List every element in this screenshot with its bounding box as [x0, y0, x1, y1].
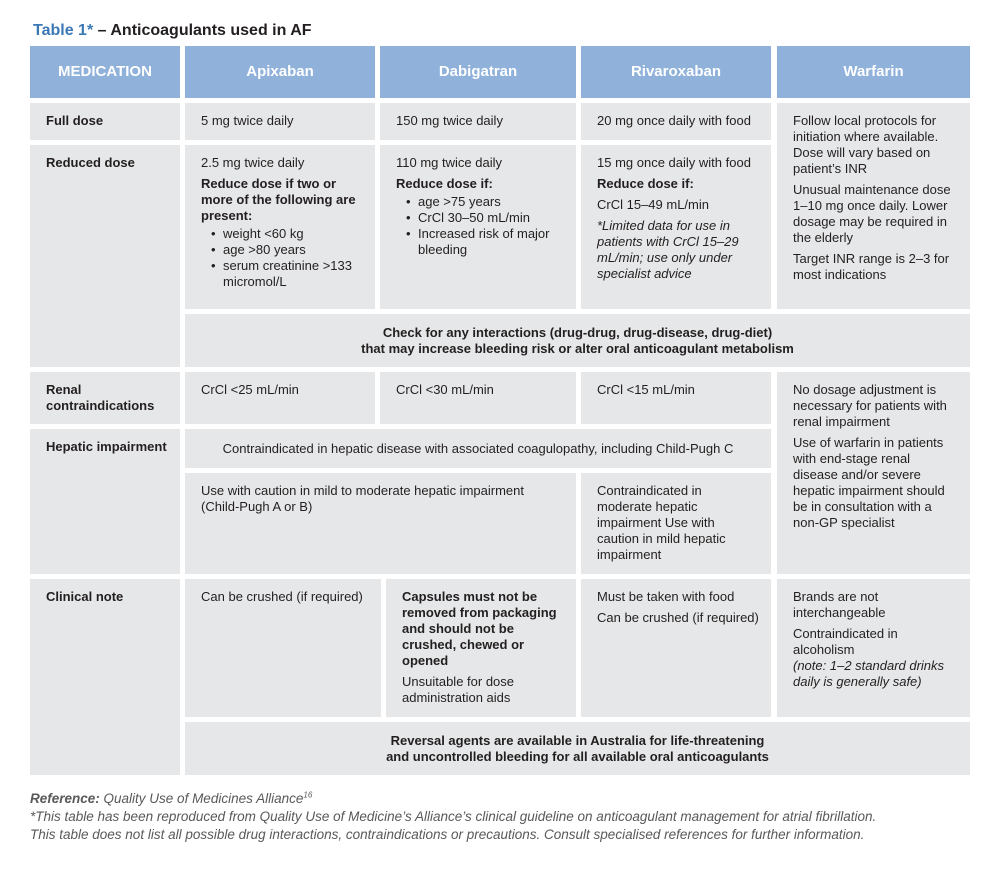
reversal-note-line1: Reversal agents are available in Austral…: [390, 732, 765, 748]
hepatic-apixaban-dabigatran: Use with caution in mild to moderate hep…: [185, 473, 576, 574]
hepatic-rivaroxaban: Contraindicated in moderate hepatic impa…: [581, 473, 771, 574]
reversal-note-line2: and uncontrolled bleeding for all availa…: [386, 748, 769, 764]
interactions-note: Check for any interactions (drug-drug, d…: [185, 314, 970, 367]
reference-line: Reference: Quality Use of Medicines Alli…: [30, 790, 970, 808]
renal-dabigatran: CrCl <30 mL/min: [380, 372, 576, 424]
row-label-clinical: Clinical note: [30, 579, 180, 775]
warfarin-hepatic-note: Use of warfarin in patients with end-sta…: [793, 435, 945, 530]
renal-apixaban: CrCl <25 mL/min: [185, 372, 375, 424]
clinical-apixaban: Can be crushed (if required): [185, 579, 381, 717]
footnote-line-1: *This table has been reproduced from Qua…: [30, 809, 877, 824]
reference-text: Quality Use of Medicines Alliance: [99, 791, 304, 806]
full-dose-dabigatran: 150 mg twice daily: [380, 103, 576, 140]
warfarin-dosing: Follow local protocols for initiation wh…: [777, 103, 970, 309]
clinical-warfarin-alcohol: Contraindicated in alcoholism: [793, 626, 898, 657]
table-title: Table 1* – Anticoagulants used in AF: [33, 22, 312, 40]
reduced-dose-rivaroxaban-criterion: CrCl 15–49 mL/min: [597, 197, 709, 212]
reduced-dose-rivaroxaban: 15 mg once daily with food Reduce dose i…: [581, 145, 771, 309]
reduced-dose-rivaroxaban-note: *Limited data for use in patients with C…: [597, 218, 739, 281]
clinical-dabigatran: Capsules must not be removed from packag…: [386, 579, 576, 717]
reduced-dose-dabigatran-criteria: age >75 years CrCl 30–50 mL/min Increase…: [396, 194, 564, 258]
header-medication: MEDICATION: [30, 46, 180, 98]
anticoagulant-table: MEDICATION Apixaban Dabigatran Rivaroxab…: [30, 46, 970, 776]
clinical-rivaroxaban: Must be taken with food Can be crushed (…: [581, 579, 771, 717]
reduced-dose-dabigatran-heading: Reduce dose if:: [396, 176, 493, 191]
list-item: serum creatinine >133 micromol/L: [211, 258, 363, 290]
full-dose-apixaban: 5 mg twice daily: [185, 103, 375, 140]
row-label-reduced-dose: Reduced dose: [30, 145, 180, 367]
list-item: weight <60 kg: [211, 226, 363, 242]
reference-superscript: 16: [303, 790, 313, 800]
clinical-dabigatran-aids: Unsuitable for dose administration aids: [402, 674, 515, 705]
reduced-dose-rivaroxaban-dose: 15 mg once daily with food: [597, 155, 751, 170]
reduced-dose-dabigatran-dose: 110 mg twice daily: [396, 155, 502, 170]
clinical-warfarin-brands: Brands are not interchangeable: [793, 589, 886, 620]
header-rivaroxaban: Rivaroxaban: [581, 46, 771, 98]
header-warfarin: Warfarin: [777, 46, 970, 98]
list-item: age >75 years: [406, 194, 564, 210]
reduced-dose-apixaban: 2.5 mg twice daily Reduce dose if two or…: [185, 145, 375, 309]
renal-rivaroxaban: CrCl <15 mL/min: [581, 372, 771, 424]
reduced-dose-apixaban-criteria: weight <60 kg age >80 years serum creati…: [201, 226, 363, 290]
full-dose-rivaroxaban: 20 mg once daily with food: [581, 103, 771, 140]
row-label-hepatic: Hepatic impairment: [30, 429, 180, 574]
warfarin-renal-hepatic: No dosage adjustment is necessary for pa…: [777, 372, 970, 574]
header-apixaban: Apixaban: [185, 46, 375, 98]
reduced-dose-apixaban-heading: Reduce dose if two or more of the follow…: [201, 176, 356, 223]
row-label-full-dose: Full dose: [30, 103, 180, 140]
list-item: Increased risk of major bleeding: [406, 226, 564, 258]
list-item: age >80 years: [211, 242, 363, 258]
interactions-note-line2: that may increase bleeding risk or alter…: [361, 340, 794, 356]
row-label-renal: Renal contraindications: [30, 372, 180, 424]
warfarin-dosing-initiation: Follow local protocols for initiation wh…: [793, 113, 939, 176]
reduced-dose-apixaban-dose: 2.5 mg twice daily: [201, 155, 305, 170]
clinical-rivaroxaban-crush: Can be crushed (if required): [597, 610, 759, 625]
footnote-line-2: This table does not list all possible dr…: [30, 827, 865, 842]
interactions-note-line1: Check for any interactions (drug-drug, d…: [382, 324, 773, 340]
reference-label: Reference:: [30, 791, 100, 806]
reduced-dose-dabigatran: 110 mg twice daily Reduce dose if: age >…: [380, 145, 576, 309]
reduced-dose-rivaroxaban-heading: Reduce dose if:: [597, 176, 694, 191]
table-number: Table 1*: [33, 22, 94, 39]
hepatic-shared: Contraindicated in hepatic disease with …: [185, 429, 771, 468]
list-item: CrCl 30–50 mL/min: [406, 210, 564, 226]
warfarin-dosing-maintenance: Unusual maintenance dose 1–10 mg once da…: [793, 182, 951, 245]
clinical-dabigatran-warning: Capsules must not be removed from packag…: [402, 589, 557, 668]
warfarin-renal-note: No dosage adjustment is necessary for pa…: [793, 382, 947, 429]
warfarin-dosing-target-inr: Target INR range is 2–3 for most indicat…: [793, 251, 950, 282]
table-title-text: – Anticoagulants used in AF: [93, 22, 312, 39]
header-dabigatran: Dabigatran: [380, 46, 576, 98]
table-footnotes: Reference: Quality Use of Medicines Alli…: [30, 790, 970, 844]
clinical-warfarin-note: (note: 1–2 standard drinks daily is gene…: [793, 658, 945, 689]
reversal-note: Reversal agents are available in Austral…: [185, 722, 970, 775]
clinical-rivaroxaban-food: Must be taken with food: [597, 589, 735, 604]
clinical-warfarin: Brands are not interchangeable Contraind…: [777, 579, 970, 717]
